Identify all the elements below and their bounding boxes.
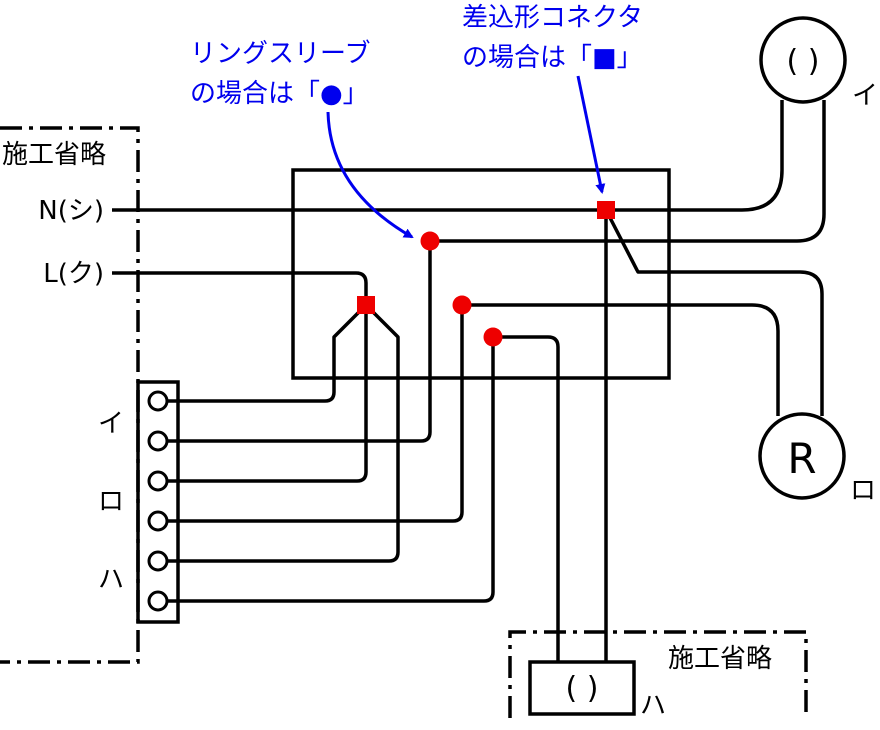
switch-terminals [147,390,169,612]
terminal-4 [147,510,169,532]
neutral-label: N(シ) [38,196,104,226]
bottom-omitted-boundary [508,630,808,718]
switch-block [136,380,180,624]
wire-to-terminal-2 [167,241,432,443]
connector-arrow [576,75,606,194]
left-omitted-label: 施工省略 [2,140,106,170]
lamp-i-label: イ [852,81,878,111]
wire-line [112,271,368,305]
ring-sleeve-note-line1: リングスリーブ [190,39,370,69]
ring-sleeve-arrow [326,111,414,239]
wire-to-terminal-5 [167,303,400,563]
ring-sleeve-2 [452,295,472,315]
terminal-3 [147,470,169,492]
line-label: L(ク) [43,259,104,289]
lamp-i-symbol: ( ) [787,44,820,79]
push-connector-line [357,296,375,314]
switch-label-ha: ハ [98,565,124,595]
lamp-i-circle [759,16,847,104]
receptacle-symbol: R [787,434,816,483]
connector-note-line1: 差込形コネクタ [462,3,643,33]
connector-note-line2: の場合は「■」 [462,43,643,73]
wire-to-terminal-3 [167,305,368,483]
wire-lamp-i-return [430,100,826,243]
terminal-5 [147,550,169,572]
lamp-ha-label: ハ [640,691,666,721]
receptacle-circle [758,412,846,500]
lamp-ha-symbol: ( ) [566,671,599,706]
ring-sleeve-1 [420,231,440,251]
ring-sleeve-3 [483,327,503,347]
wire-to-terminal-1 [167,303,368,403]
bottom-omitted-label: 施工省略 [668,644,772,674]
wire-to-terminal-6 [167,337,495,603]
wire-connector-to-lamp-ro [604,209,824,416]
lamp-ha-box [528,660,636,716]
switch-label-i: イ [98,409,124,439]
receptacle-label: ロ [850,476,876,506]
wire-to-terminal-4 [167,305,464,523]
terminal-1 [147,390,169,412]
push-connector-neutral [597,201,615,219]
ring-sleeve-note-line2: の場合は「●」 [190,79,369,109]
wire-sleeve-to-lamp-ro [462,303,780,416]
terminal-6 [147,590,169,612]
terminal-2 [147,430,169,452]
wire-sleeve-to-lamp-ha [493,335,560,662]
wire-neutral [112,100,784,212]
wiring [112,100,826,662]
switch-label-ro: ロ [98,487,124,517]
joints [357,201,615,347]
